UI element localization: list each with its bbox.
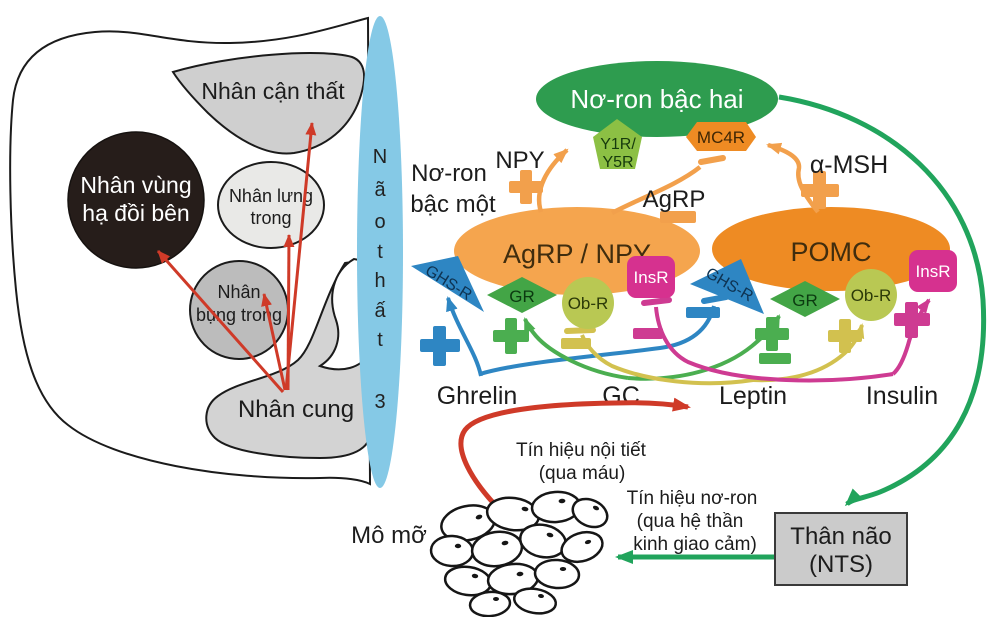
- ventricle-letter: t: [377, 329, 383, 351]
- arcuate-projection-arrows: [156, 122, 317, 393]
- gr-label-agrp: GR: [509, 287, 535, 306]
- adipose-cell: [571, 497, 609, 529]
- dorsomedial-label-line1: Nhân lưng: [229, 186, 313, 206]
- brainstem-label-line2: (NTS): [809, 551, 873, 578]
- insulin-pomc-plus-sign: [894, 302, 930, 338]
- endocrine-signal-path: [458, 397, 691, 514]
- y1r-y5r-receptor-shape: [593, 119, 642, 169]
- dorsomedial-nucleus-shape: [217, 161, 325, 249]
- ventricle-letter: ấ: [374, 300, 386, 322]
- insr-receptor-agrp-shape: [627, 256, 675, 298]
- ventricle-letter: N: [373, 146, 387, 168]
- leptin-pomc-plus-sign: [828, 319, 862, 353]
- brainstem-box: [774, 512, 908, 586]
- ghsr-receptor-pomc-shape: [690, 259, 764, 314]
- agrp-projection: [610, 165, 702, 215]
- obr-receptor-agrp-shape: [562, 277, 614, 329]
- gc-agrp-plus-sign: [493, 318, 529, 354]
- gr-label-pomc: GR: [792, 291, 818, 310]
- insulin-label: Insulin: [866, 382, 938, 410]
- gc-label: GC: [602, 382, 640, 410]
- amsh-plus-sign: [801, 171, 839, 209]
- ghrelin-label: Ghrelin: [437, 382, 518, 410]
- lateral-label-line1: Nhân vùng: [80, 172, 191, 198]
- adipose-cell-nuclei: [454, 498, 600, 601]
- endocrine-signal-label-line2: (qua máu): [539, 463, 626, 484]
- agrp-label: AgRP: [643, 186, 706, 213]
- leptin-agrp-tbar: [564, 327, 596, 334]
- first-order-label-line1: Nơ-ron: [411, 160, 487, 187]
- obr-label-pomc: Ob-R: [851, 286, 892, 305]
- mc4r-label: MC4R: [697, 128, 745, 147]
- dorsomedial-label-line2: trong: [250, 208, 291, 228]
- endocrine-signal-label-line1: Tín hiệu nội tiết: [516, 440, 647, 461]
- ventricle-letter: ã: [374, 179, 386, 201]
- npy-plus-sign: [509, 170, 543, 204]
- lateral-label-line2: hạ đồi bên: [82, 200, 189, 226]
- ventricle-letter: 3: [374, 391, 385, 413]
- gr-receptor-pomc-shape: [770, 281, 840, 317]
- ghsr-receptor-agrp-shape: [411, 256, 484, 312]
- adipose-cell: [512, 587, 558, 615]
- ghrelin-agrp-plus-sign: [420, 326, 460, 366]
- adipose-cell: [560, 530, 604, 564]
- leptin-label: Leptin: [719, 382, 787, 410]
- neural-signal-label-line1: Tín hiệu nơ-ron: [627, 488, 758, 509]
- adipose-tissue: [429, 490, 609, 617]
- mc4r-receptor-shape: [686, 122, 756, 151]
- insulin-agrp-minus-sign: [633, 328, 663, 339]
- obr-label-agrp: Ob-R: [568, 294, 609, 313]
- y1r-y5r-label-line2: Y5R: [602, 154, 633, 171]
- pomc-neuron-shape: [712, 207, 950, 291]
- gr-receptor-agrp-shape: [487, 277, 557, 313]
- amsh-label: α-MSH: [810, 151, 888, 179]
- gc-pomc-plusminus-sign: [755, 317, 791, 364]
- adipose-cell: [429, 534, 475, 568]
- third-ventricle-shape: [357, 16, 403, 488]
- agrp-minus-sign: [660, 211, 696, 223]
- brainstem-label-line1: Thân não: [790, 523, 891, 550]
- insr-receptor-pomc-shape: [909, 250, 957, 292]
- lateral-nucleus-shape: [67, 131, 205, 269]
- first-order-label-line2: bậc một: [410, 191, 496, 218]
- adipose-label: Mô mỡ: [351, 522, 427, 549]
- obr-receptor-pomc-shape: [845, 269, 897, 321]
- insr-label-pomc: InsR: [916, 262, 951, 281]
- neural-signal-label-line2: (qua hệ thần: [637, 511, 744, 532]
- ghrelin-pomc-minus-sign: [686, 307, 720, 318]
- leptin-agrp-minus-sign: [561, 338, 591, 349]
- arcuate-label: Nhân cung: [238, 396, 354, 423]
- npy-projection: [536, 148, 569, 213]
- second-order-neuron-shape: [536, 61, 778, 137]
- ventromedial-label-line1: Nhân: [217, 282, 260, 302]
- neural-signal-label-line3: kinh giao cảm): [633, 534, 757, 555]
- insr-label-agrp: InsR: [634, 268, 669, 287]
- second-order-to-brainstem-path: [778, 94, 987, 507]
- insulin-agrp-tbar: [641, 297, 672, 306]
- npy-label: NPY: [495, 147, 544, 174]
- adipose-cell: [468, 590, 512, 617]
- ventricle-letter: t: [377, 241, 383, 263]
- y1r-y5r-label-line1: Y1R/: [600, 136, 636, 153]
- ghrelin-paths: [446, 296, 716, 377]
- second-order-neuron-label: Nơ-ron bậc hai: [570, 84, 743, 114]
- ghrelin-pomc-tbar: [701, 294, 729, 304]
- arcuate-notch-shape: [317, 257, 370, 371]
- ventricle-letter: o: [374, 211, 385, 233]
- agrp-inhibition-tbar: [698, 155, 726, 165]
- pomc-neuron-label: POMC: [791, 237, 872, 267]
- adipose-cell: [533, 558, 581, 590]
- ventricle-letter: h: [374, 270, 385, 292]
- agrp-npy-neuron-label: AgRP / NPY: [503, 239, 651, 269]
- paraventricular-label: Nhân cận thất: [201, 78, 345, 104]
